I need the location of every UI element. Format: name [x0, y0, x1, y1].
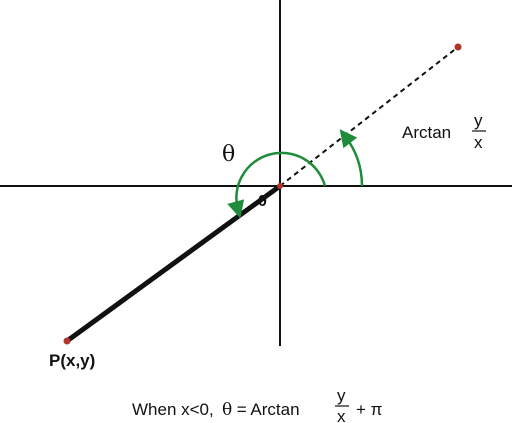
- origin-label: 0: [258, 193, 267, 210]
- point-label: P(x,y): [49, 351, 95, 370]
- caption-prefix: When x<0,: [132, 400, 218, 419]
- caption: When x<0, θ = Arctan y x + π: [132, 386, 382, 423]
- theta-arc: [227, 151, 327, 219]
- point-p: [63, 337, 71, 345]
- caption-suffix: + π: [356, 400, 382, 419]
- caption-denominator: x: [337, 407, 346, 423]
- terminal-side: [64, 183, 283, 344]
- arctan-word: Arctan: [402, 123, 451, 142]
- arctan-numerator: y: [474, 111, 483, 130]
- origin-point: [277, 183, 283, 189]
- caption-equals-arctan: = Arctan: [232, 400, 300, 419]
- arctan-denominator: x: [474, 133, 483, 152]
- arctan-arc: [339, 129, 364, 187]
- theta-label: θ: [222, 142, 235, 167]
- caption-theta: θ: [222, 400, 232, 420]
- caption-numerator: y: [337, 386, 346, 405]
- arctan-annotation: Arctan y x: [402, 111, 486, 152]
- reference-point: [454, 43, 462, 51]
- reference-ray: [279, 46, 459, 187]
